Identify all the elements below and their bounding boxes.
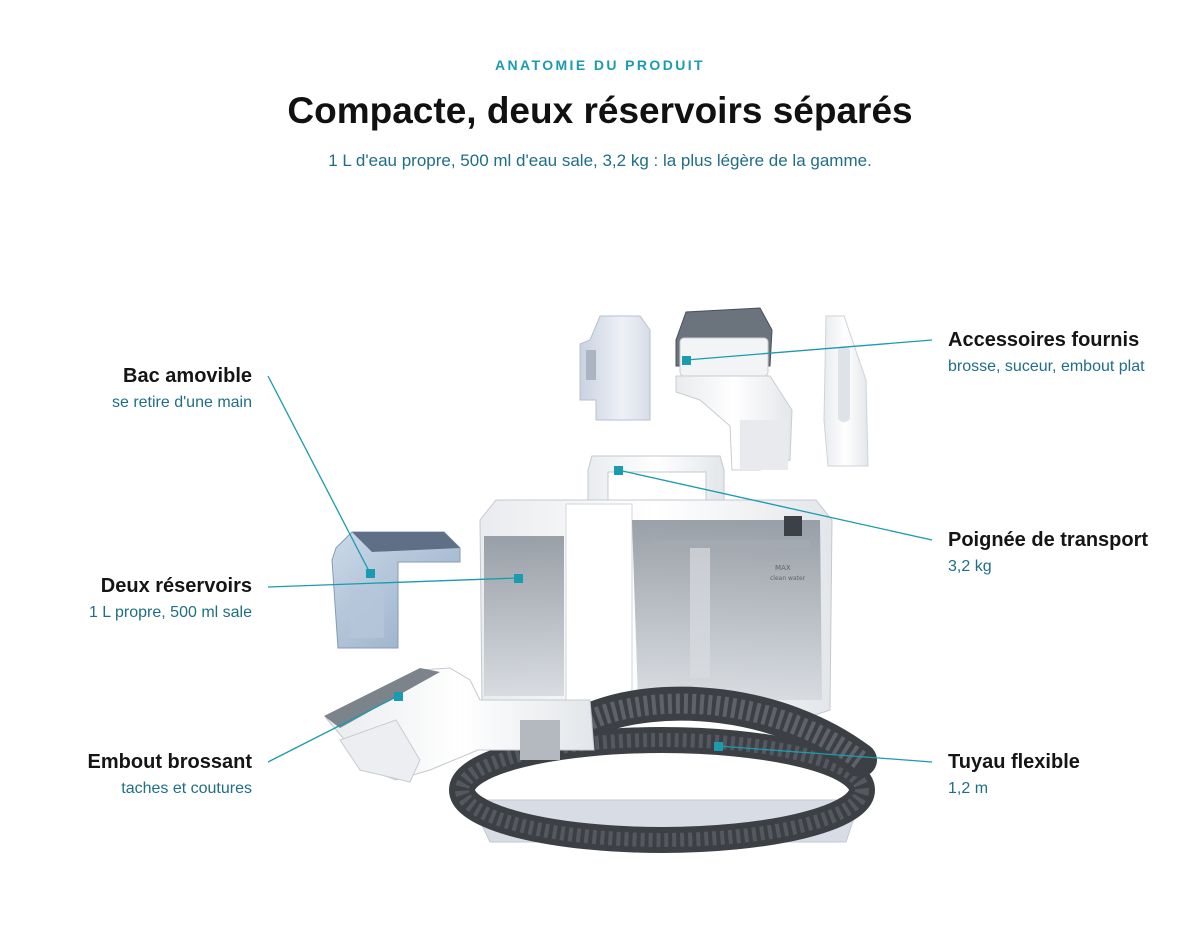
callout-desc: 1 L propre, 500 ml sale: [88, 604, 252, 621]
callout-embout-brossant: Embout brossant taches et coutures: [88, 750, 252, 800]
accessory-brush-tool: [675, 307, 793, 471]
callout-title: Tuyau flexible: [948, 751, 1080, 773]
marker-poignee: [614, 466, 623, 475]
callout-deux-reservoirs: Deux réservoirs 1 L propre, 500 ml sale: [89, 574, 252, 624]
section-eyebrow: ANATOMIE DU PRODUIT: [495, 57, 705, 73]
callout-title: Deux réservoirs: [100, 575, 252, 597]
callout-poignee-transport: Poignée de transport 3,2 kg: [948, 528, 1148, 578]
page-title: Compacte, deux réservoirs séparés: [287, 90, 913, 131]
accessory-flat-part: [579, 315, 651, 421]
hose-brush-tool: [324, 667, 595, 783]
callout-desc: 3,2 kg: [948, 558, 992, 575]
accessory-crevice-nozzle: [823, 315, 869, 467]
callout-title: Embout brossant: [87, 751, 252, 773]
tank-max-label: MAX: [775, 564, 791, 572]
callout-title: Poignée de transport: [948, 529, 1149, 551]
callout-bac-amovible: Bac amovible se retire d'une main: [112, 364, 252, 414]
callout-title: Accessoires fournis: [948, 329, 1140, 351]
callout-tuyau-flexible: Tuyau flexible 1,2 m: [948, 750, 1080, 800]
callout-title: Bac amovible: [123, 365, 252, 387]
tank-clean-water-label: clean water: [770, 575, 806, 582]
main-body: MAX clean water: [469, 455, 861, 843]
callout-accessoires-fournis: Accessoires fournis brosse, suceur, embo…: [948, 328, 1145, 378]
leader-lines: [267, 339, 933, 763]
marker-bac: [366, 569, 375, 578]
leader-markers: [366, 356, 723, 751]
marker-embout: [394, 692, 403, 701]
marker-reservoirs: [514, 574, 523, 583]
callout-desc: taches et coutures: [121, 780, 252, 797]
callout-desc: se retire d'une main: [111, 394, 252, 411]
hose-coil: [449, 686, 877, 853]
removable-tank: [331, 531, 461, 649]
marker-accessoires: [682, 356, 691, 365]
callout-desc: brosse, suceur, embout plat: [948, 358, 1145, 375]
callout-desc: 1,2 m: [948, 780, 989, 797]
page-subtitle: 1 L d'eau propre, 500 ml d'eau sale, 3,2…: [328, 151, 872, 170]
marker-tuyau: [714, 742, 723, 751]
